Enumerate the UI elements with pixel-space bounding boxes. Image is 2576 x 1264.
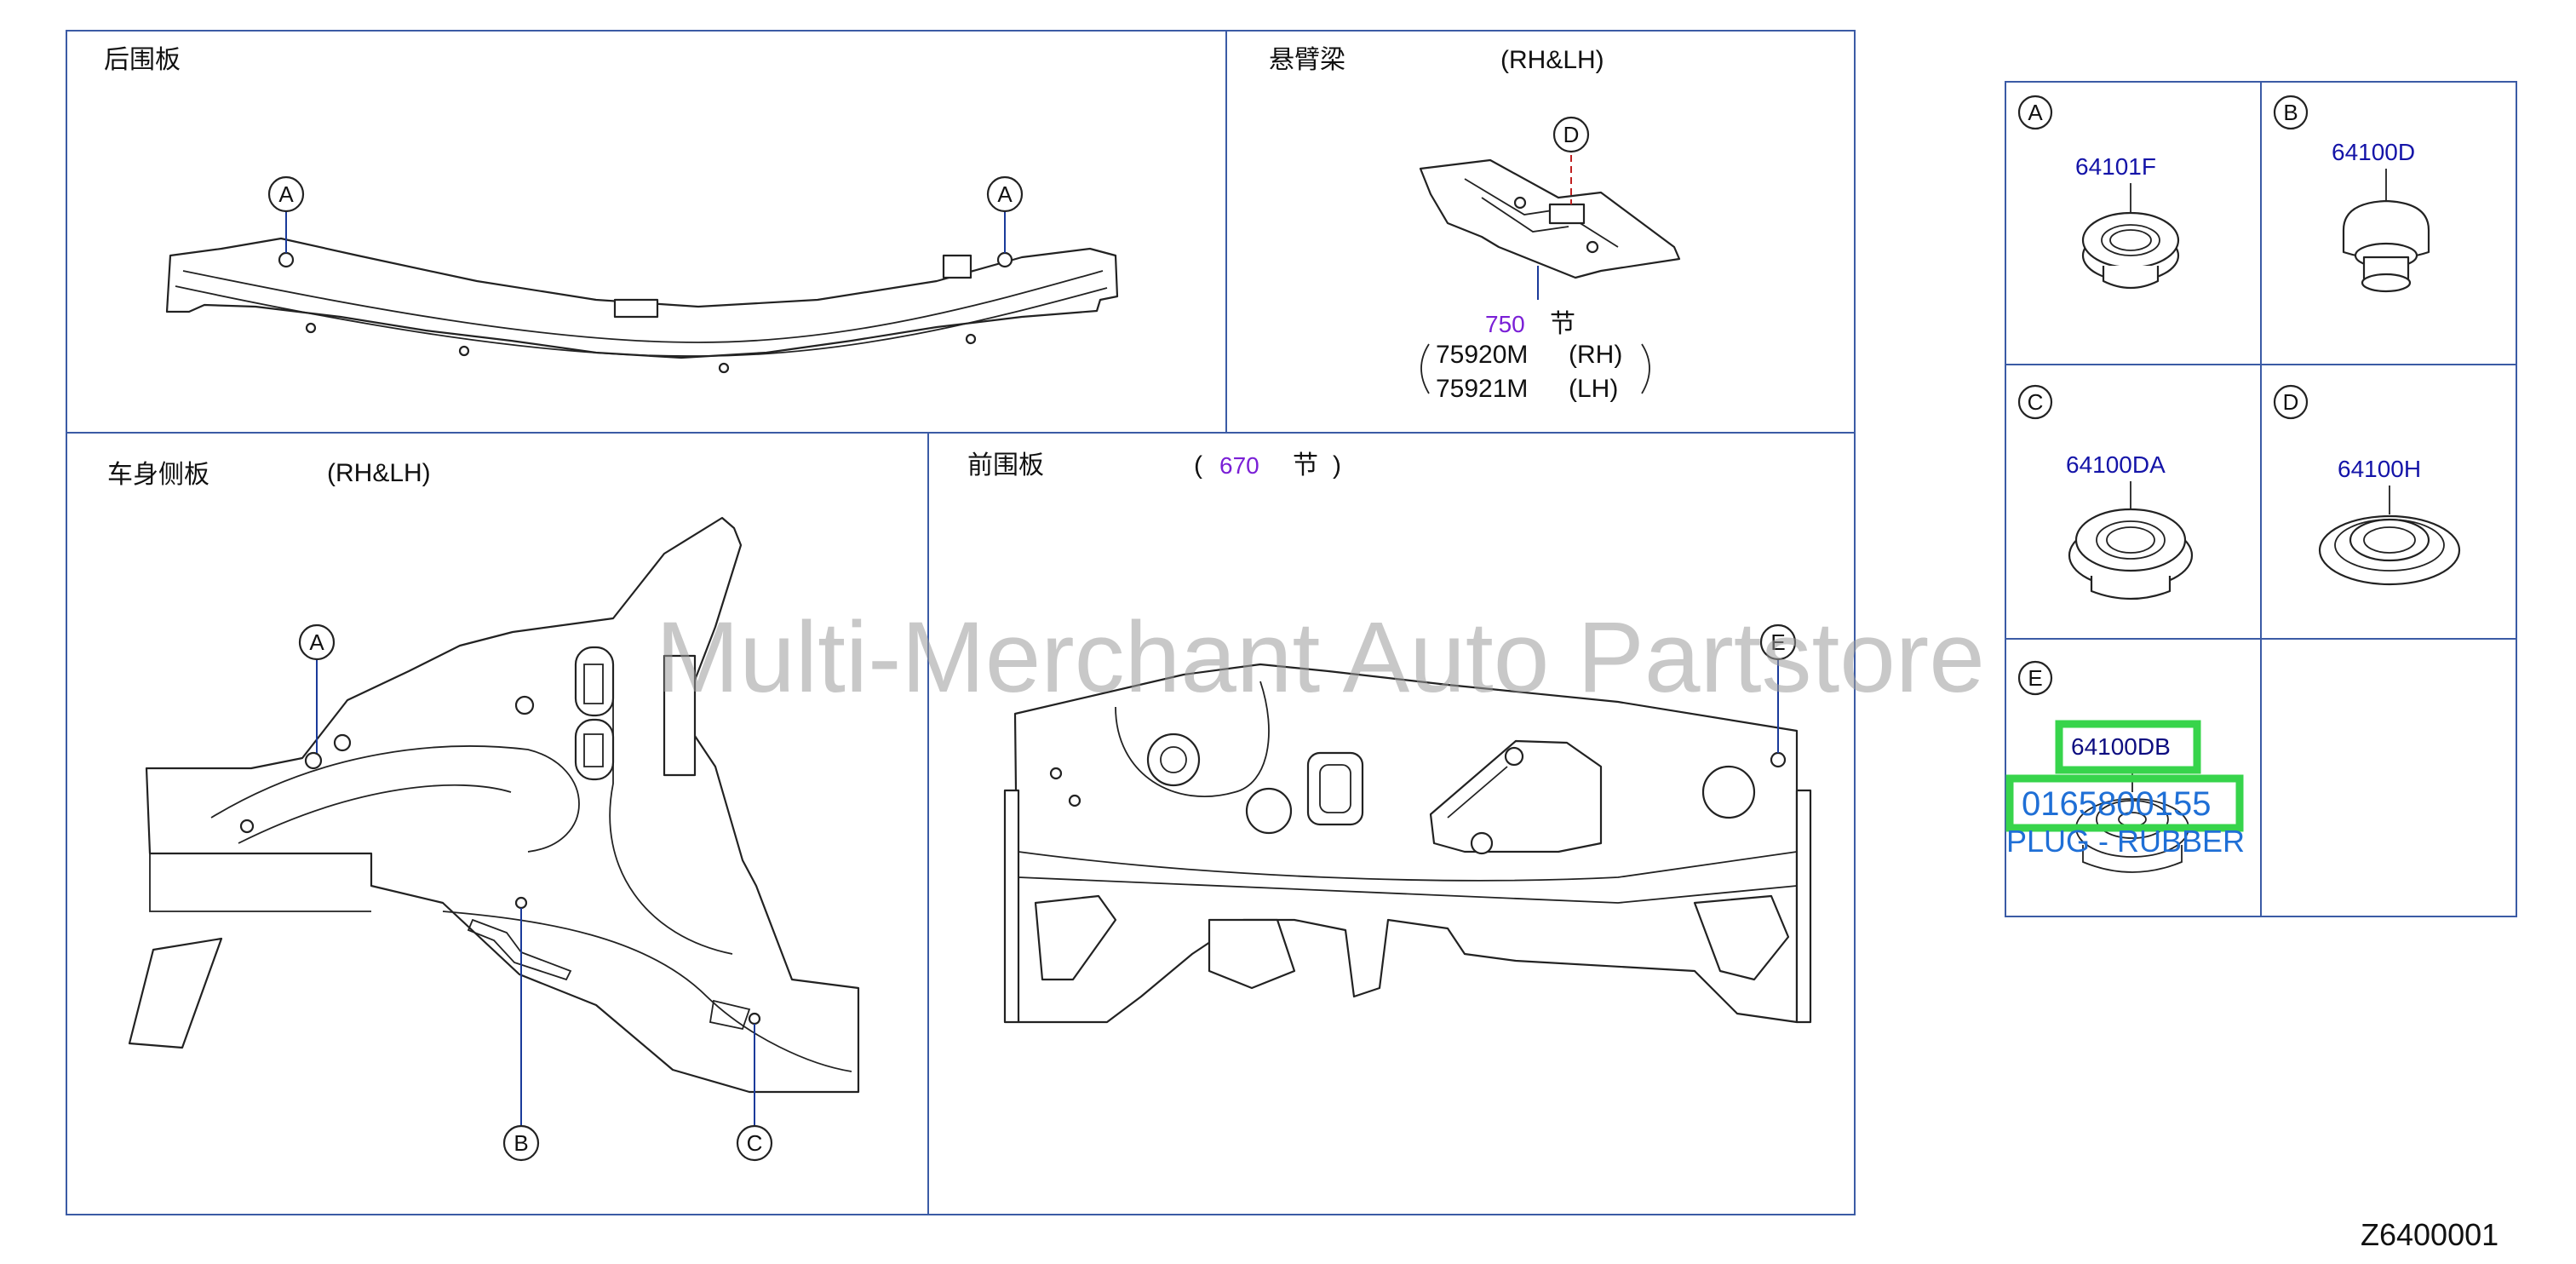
arm-part-rh: 75920M bbox=[1436, 341, 1528, 369]
svg-text:D: D bbox=[2283, 389, 2299, 415]
arm-side-rh: (RH) bbox=[1569, 341, 1622, 369]
plug-b-drawing bbox=[2342, 169, 2430, 293]
grid-cell-e: E bbox=[2017, 660, 2053, 696]
fastener-grid bbox=[2005, 81, 2517, 917]
arm-bracket-left bbox=[1420, 343, 1430, 394]
front-paren-close: ) bbox=[1333, 451, 1341, 480]
grid-cell-d: D bbox=[2273, 384, 2309, 420]
svg-text:C: C bbox=[747, 1130, 763, 1156]
panel-title-rear: 后围板 bbox=[104, 45, 181, 75]
svg-text:A: A bbox=[2028, 100, 2043, 125]
panel-title-arm: 悬臂梁 bbox=[1269, 45, 1345, 75]
svg-text:B: B bbox=[2283, 100, 2298, 125]
front-panel-drawing bbox=[1003, 658, 1812, 1024]
grid-part-a: 64101F bbox=[2075, 153, 2156, 180]
rear-panel-drawing bbox=[165, 209, 1119, 374]
svg-text:E: E bbox=[2028, 665, 2042, 691]
svg-text:E: E bbox=[1770, 629, 1785, 655]
body-side-drawing bbox=[128, 516, 860, 1126]
callout-arm-d: D bbox=[1552, 116, 1590, 153]
arm-section-number: 750 bbox=[1485, 311, 1525, 337]
grommet-a-drawing bbox=[2081, 183, 2180, 290]
callout-rear-left: A bbox=[267, 175, 305, 213]
panel-title-front: 前围板 bbox=[967, 451, 1044, 480]
grommet-d-drawing bbox=[2318, 485, 2461, 586]
callout-front-e: E bbox=[1759, 623, 1797, 661]
front-paren-open: ( bbox=[1194, 451, 1202, 480]
watermark: Multi-Merchant Auto Partstore bbox=[656, 601, 1985, 714]
grommet-c-drawing bbox=[2068, 481, 2194, 600]
grid-part-d: 64100H bbox=[2338, 456, 2421, 482]
grid-part-c: 64100DA bbox=[2066, 451, 2166, 478]
grid-cell-c: C bbox=[2017, 384, 2053, 420]
arm-bracket-right bbox=[1641, 343, 1650, 394]
front-section-unit: 节 bbox=[1293, 451, 1318, 480]
main-frame bbox=[66, 30, 1856, 1215]
svg-text:A: A bbox=[278, 181, 294, 207]
svg-text:D: D bbox=[1563, 122, 1580, 147]
callout-rear-right: A bbox=[986, 175, 1024, 213]
highlight-box-part-e bbox=[2055, 720, 2201, 774]
highlight-box-code bbox=[2005, 774, 2244, 832]
callout-body-b: B bbox=[502, 1124, 540, 1162]
grid-part-e: 64100DB bbox=[2071, 733, 2171, 760]
panel-side-body-side: (RH&LH) bbox=[327, 459, 431, 487]
grid-cell-a: A bbox=[2017, 95, 2053, 130]
arm-part-lh: 75921M bbox=[1436, 375, 1528, 403]
svg-text:A: A bbox=[997, 181, 1013, 207]
highlight-code: 0165800155 bbox=[2022, 785, 2211, 823]
front-section-number: 670 bbox=[1219, 452, 1259, 479]
callout-group: A A D A B C E bbox=[267, 116, 1797, 1162]
grid-cell-b: B bbox=[2273, 95, 2309, 130]
highlight-description: PLUG - RUBBER bbox=[2006, 824, 2245, 859]
diagram-id: Z6400001 bbox=[2361, 1217, 2499, 1252]
arm-beam-drawing bbox=[1419, 155, 1681, 300]
grid-part-b: 64100D bbox=[2332, 139, 2415, 165]
svg-text:C: C bbox=[2028, 389, 2044, 415]
panel-side-arm: (RH&LH) bbox=[1500, 46, 1604, 74]
svg-text:B: B bbox=[513, 1130, 528, 1156]
panel-title-body-side: 车身侧板 bbox=[107, 460, 209, 490]
arm-section-unit: 节 bbox=[1550, 309, 1575, 339]
callout-body-a: A bbox=[298, 623, 336, 661]
callout-body-c: C bbox=[736, 1124, 773, 1162]
svg-text:A: A bbox=[309, 629, 324, 655]
arm-side-lh: (LH) bbox=[1569, 375, 1618, 403]
